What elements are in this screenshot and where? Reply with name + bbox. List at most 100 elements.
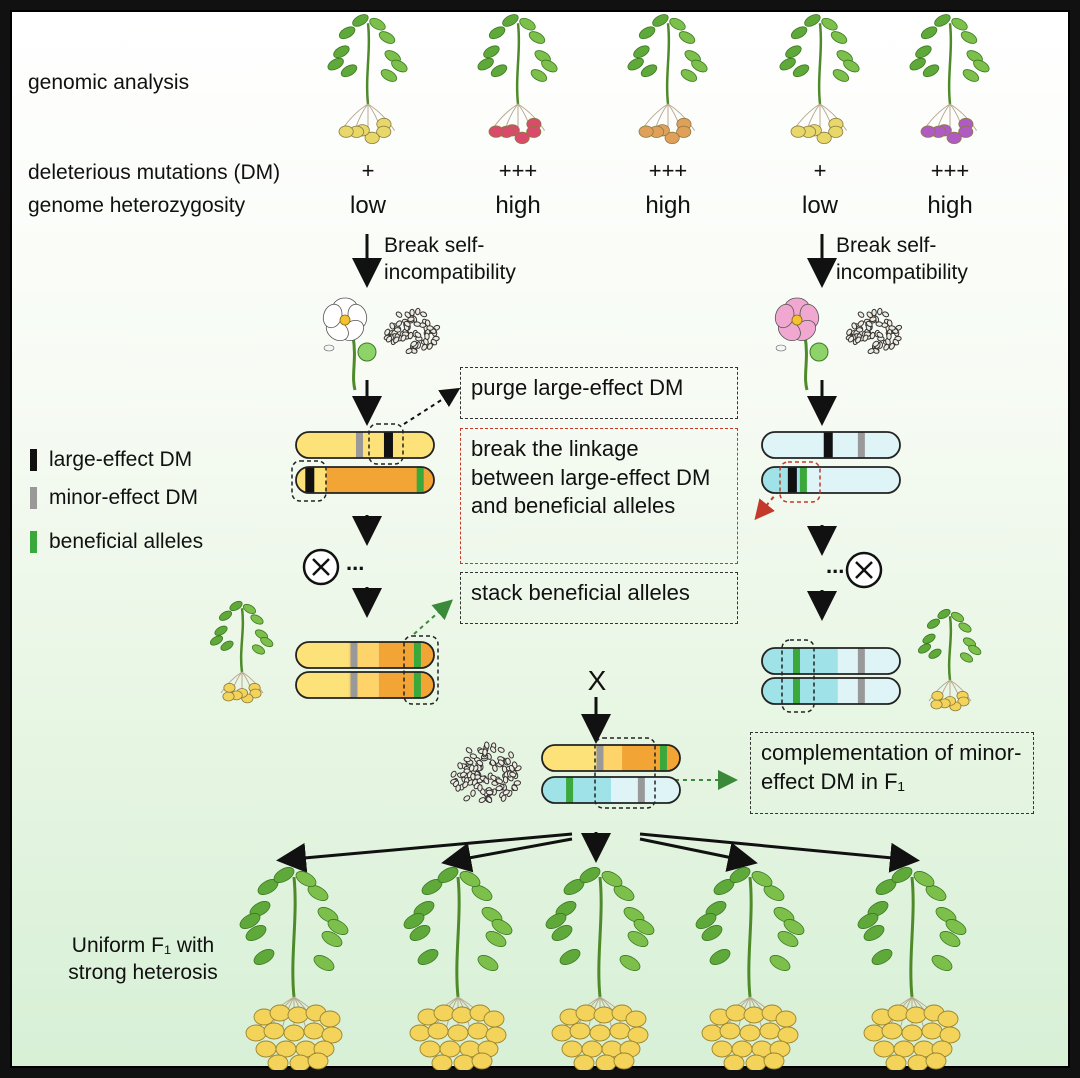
inbred-plant-right — [917, 608, 982, 712]
legend-swatch-black — [30, 449, 37, 472]
parent-plant-3 — [627, 14, 708, 145]
allele-band — [383, 432, 393, 458]
diagram-panel: genomic analysis deleterious mutations (… — [10, 10, 1070, 1070]
seed-pile-right — [845, 307, 903, 355]
line3-dm: +++ — [648, 158, 688, 183]
highlight-right-inbred — [781, 639, 815, 713]
line5-dm: +++ — [930, 158, 970, 183]
arrow-f1-4 — [639, 837, 758, 872]
flower-left — [322, 297, 377, 391]
legend-large-effect: large-effect DM — [30, 448, 192, 472]
arrow-f1-2 — [441, 837, 573, 873]
allele-band — [793, 648, 800, 674]
chrom-right-inbred-top — [761, 647, 901, 675]
allele-band — [637, 777, 645, 803]
allele-band — [350, 642, 358, 668]
allele-band — [355, 432, 363, 458]
chrom-right-bottom — [761, 466, 901, 494]
f1-plants — [239, 867, 967, 1070]
label-heterozygosity: genome heterozygosity — [28, 194, 246, 217]
allele-band — [596, 745, 604, 771]
line1-dm: + — [361, 158, 375, 183]
chrom-left-inbred-top — [295, 641, 435, 669]
line5-het: high — [927, 192, 973, 219]
allele-band — [799, 467, 807, 493]
flowers-and-seeds — [322, 297, 903, 804]
legend-swatch-green — [30, 531, 37, 554]
cross-symbol: X — [587, 665, 607, 696]
break-si-right: Break self- incompatibility — [836, 234, 968, 285]
line4-dm: + — [813, 158, 827, 183]
allele-band — [305, 467, 315, 493]
break-si-left: Break self- incompatibility — [384, 234, 516, 285]
line1-het: low — [349, 192, 387, 219]
legend-beneficial: beneficial alleles — [30, 530, 203, 554]
allele-band — [823, 432, 833, 458]
chromosomes — [209, 423, 982, 809]
selfing-dots-right: ... — [826, 553, 845, 578]
allele-band — [857, 648, 865, 674]
allele-band — [787, 467, 797, 493]
box-break-linkage: break the linkage between large-effect D… — [460, 428, 738, 564]
allele-band — [350, 672, 358, 698]
inbred-plant-left — [209, 600, 274, 704]
f1-plant-3 — [545, 867, 655, 1070]
allele-band — [793, 678, 800, 704]
highlight-left-bottom — [291, 460, 327, 502]
highlight-purge — [368, 423, 404, 465]
chrom-f1-bottom — [541, 776, 681, 804]
highlight-linkage — [779, 461, 821, 503]
arrow-f1-5 — [639, 832, 920, 873]
allele-band — [566, 777, 574, 803]
box-purge: purge large-effect DM — [460, 367, 738, 419]
f1-plant-5 — [857, 867, 967, 1070]
diagram-artwork — [209, 14, 990, 1070]
parent-plant-5 — [909, 14, 990, 145]
flow-arrows — [276, 234, 920, 873]
allele-band — [413, 642, 421, 668]
chrom-right-top — [761, 431, 901, 459]
line4-het: low — [801, 192, 839, 219]
allele-band — [413, 672, 421, 698]
chrom-left-inbred-bottom — [295, 671, 435, 699]
flower-right — [774, 297, 829, 391]
selfing-dots-left: ... — [346, 550, 365, 575]
legend-label: large-effect DM — [49, 448, 193, 471]
legend-swatch-grey — [30, 487, 37, 510]
allele-band — [659, 745, 667, 771]
chrom-left-top — [295, 431, 435, 459]
highlight-stack — [403, 635, 439, 705]
box-stack: stack beneficial alleles — [460, 572, 738, 624]
allele-band — [857, 678, 865, 704]
line2-het: high — [495, 192, 541, 219]
arrow-to-stack — [413, 599, 453, 635]
chrom-right-inbred-bottom — [761, 677, 901, 705]
f1-plant-1 — [239, 867, 349, 1070]
parent-plant-2 — [477, 14, 558, 145]
allele-band — [416, 467, 424, 493]
arrow-f1-1 — [276, 832, 573, 873]
parent-plants — [327, 14, 990, 145]
legend-label: minor-effect DM — [49, 486, 198, 509]
line3-het: high — [645, 192, 691, 219]
f1-plant-2 — [403, 867, 513, 1070]
f1-plant-4 — [695, 867, 805, 1070]
legend-label: beneficial alleles — [49, 530, 204, 553]
label-deleterious-mutations: deleterious mutations (DM) — [28, 161, 281, 184]
seed-pile-left — [383, 307, 441, 355]
chrom-f1-top — [541, 744, 681, 772]
chrom-left-bottom — [295, 466, 435, 494]
allele-band — [857, 432, 865, 458]
line2-dm: +++ — [498, 158, 538, 183]
box-complementation: complementation of minor-effect DM in F₁ — [750, 732, 1034, 814]
selfing-symbols — [302, 548, 883, 589]
arrow-to-purge — [403, 387, 461, 425]
parent-plant-1 — [327, 14, 408, 145]
label-genomic-analysis: genomic analysis — [28, 71, 190, 94]
legend-minor-effect: minor-effect DM — [30, 486, 198, 510]
highlight-complementation — [594, 737, 656, 809]
parent-plant-4 — [779, 14, 860, 145]
seed-pile-center — [450, 741, 522, 804]
f1-label: Uniform F₁ with strong heterosis — [68, 934, 218, 985]
